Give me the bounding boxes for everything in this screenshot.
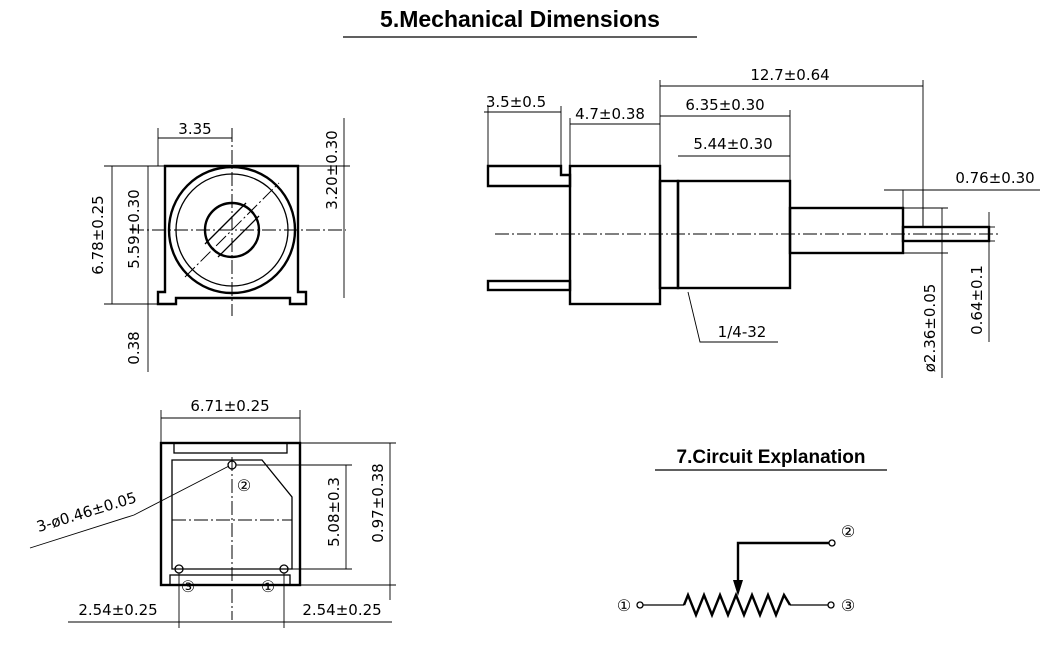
wiper-arrow — [733, 580, 743, 596]
dim-bottom-pin-span: 5.08±0.3 — [325, 477, 343, 547]
dim-front-base: 0.38 — [125, 331, 143, 364]
bottom-view-inner-body — [171, 459, 293, 570]
dim-side-thread-inner: 5.44±0.30 — [693, 135, 772, 153]
bottom-view-bottom-step — [169, 574, 291, 586]
circuit-terminal-2 — [828, 539, 836, 547]
side-view-shaft — [788, 206, 905, 255]
thread-spec-label: 1/4-32 — [718, 323, 767, 341]
dim-front-offset: 3.20±0.30 — [323, 130, 341, 209]
bottom-view-outline — [159, 441, 302, 587]
dim-bottom-side-height: 0.97±0.38 — [369, 463, 387, 542]
dim-bottom-pitch-left: 2.54±0.25 — [78, 601, 157, 619]
circuit-pin-2: ② — [841, 522, 855, 541]
bottom-pin-label-2: ② — [237, 476, 251, 495]
side-view: 12.7±0.64 3.5±0.5 4.7±0.38 6.35±0.30 5.4… — [484, 66, 1040, 378]
dim-front-width: 3.35 — [178, 120, 211, 138]
circuit-pin-1: ① — [617, 596, 631, 615]
front-view-slot-a — [204, 202, 247, 245]
front-view-slot-b — [217, 215, 260, 258]
bottom-pin-label-3: ③ — [181, 577, 195, 596]
circuit-pin-3: ③ — [841, 596, 855, 615]
dim-bottom-pitch-right: 2.54±0.25 — [302, 601, 381, 619]
dim-side-shaft-tip: 0.76±0.30 — [955, 169, 1034, 187]
circuit-terminal-1 — [636, 601, 644, 609]
hole-spec-leader — [29, 465, 230, 549]
thread-spec-leader — [687, 291, 778, 343]
bottom-pin-label-1: ① — [261, 577, 275, 596]
circuit-title: 7.Circuit Explanation — [677, 447, 866, 468]
dim-bottom-holes: 3-ø0.46±0.05 — [34, 488, 138, 535]
dim-bottom-width: 6.71±0.25 — [190, 397, 269, 415]
dim-front-body-height: 5.59±0.30 — [125, 189, 143, 268]
dim-side-overall: 12.7±0.64 — [750, 66, 829, 84]
dim-side-body: 4.7±0.38 — [575, 105, 645, 123]
dim-front-height: 6.78±0.25 — [89, 195, 107, 274]
dim-side-thread: 6.35±0.30 — [685, 96, 764, 114]
circuit-terminal-3 — [827, 601, 835, 609]
dim-side-pin: 3.5±0.5 — [486, 93, 546, 111]
mechanical-title: 5.Mechanical Dimensions — [380, 6, 660, 32]
circuit-schematic: ① ③ ② — [617, 522, 855, 619]
front-view-body — [156, 164, 308, 306]
wiper-lead — [736, 541, 829, 583]
bottom-view: ② ③ ① 6.71±0.25 3-ø0.46±0.05 5.08±0.3 0.… — [29, 397, 396, 628]
bottom-view-top-step — [173, 442, 288, 454]
dim-side-slot-width: 0.64±0.1 — [968, 265, 986, 335]
side-view-top-pin — [486, 164, 572, 188]
side-view-housing — [568, 164, 662, 306]
side-view-bottom-pin — [486, 279, 572, 292]
resistor-zigzag — [682, 591, 792, 619]
dim-side-shaft-diameter: ø2.36±0.05 — [921, 284, 939, 373]
front-view: 3.35 6.78±0.25 5.59±0.30 0.38 3.20±0.30 — [89, 118, 350, 372]
